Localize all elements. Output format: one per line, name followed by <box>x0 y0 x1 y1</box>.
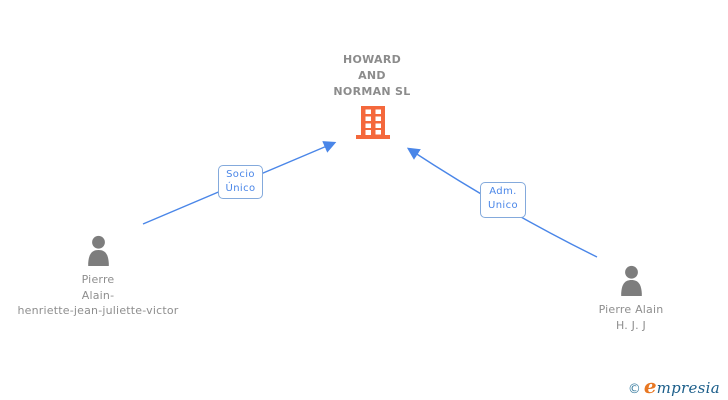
person-name: Pierre Alain H. J. J <box>549 302 713 333</box>
edge-label-adm-unico[interactable]: Adm. Unico <box>480 182 526 218</box>
logo-brand-initial: e <box>643 374 657 398</box>
person-name-line: Alain- <box>81 288 115 302</box>
person-name-line: Pierre Alain <box>598 303 664 316</box>
person-node-right[interactable]: Pierre Alain H. J. J <box>549 265 713 333</box>
person-icon <box>87 235 109 266</box>
person-node-left[interactable]: Pierre Alain- henriette-jean-juliette-vi… <box>2 235 194 319</box>
company-name-line: NORMAN SL <box>333 85 411 98</box>
company-name-line: HOWARD <box>342 53 402 66</box>
person-name-line: H. J. J <box>616 318 646 332</box>
logo-brand-text: mpresia <box>656 379 720 397</box>
company-name-line: AND <box>358 69 386 82</box>
person-icon <box>620 265 642 296</box>
person-name-line: henriette-jean-juliette-victor <box>17 304 179 317</box>
company-name[interactable]: HOWARD AND NORMAN SL <box>292 52 452 100</box>
edge-label-line: Unico <box>487 200 519 211</box>
edge-label-line: Único <box>225 183 256 194</box>
copyright-icon: © <box>627 382 641 397</box>
edge-label-line: Adm. <box>489 186 517 197</box>
person-name: Pierre Alain- henriette-jean-juliette-vi… <box>2 272 194 319</box>
edge-label-socio-unico[interactable]: Socio Único <box>218 165 263 199</box>
edge-label-line: Socio <box>226 169 255 180</box>
person-name-line: Pierre <box>81 273 115 286</box>
building-icon[interactable] <box>356 106 390 139</box>
